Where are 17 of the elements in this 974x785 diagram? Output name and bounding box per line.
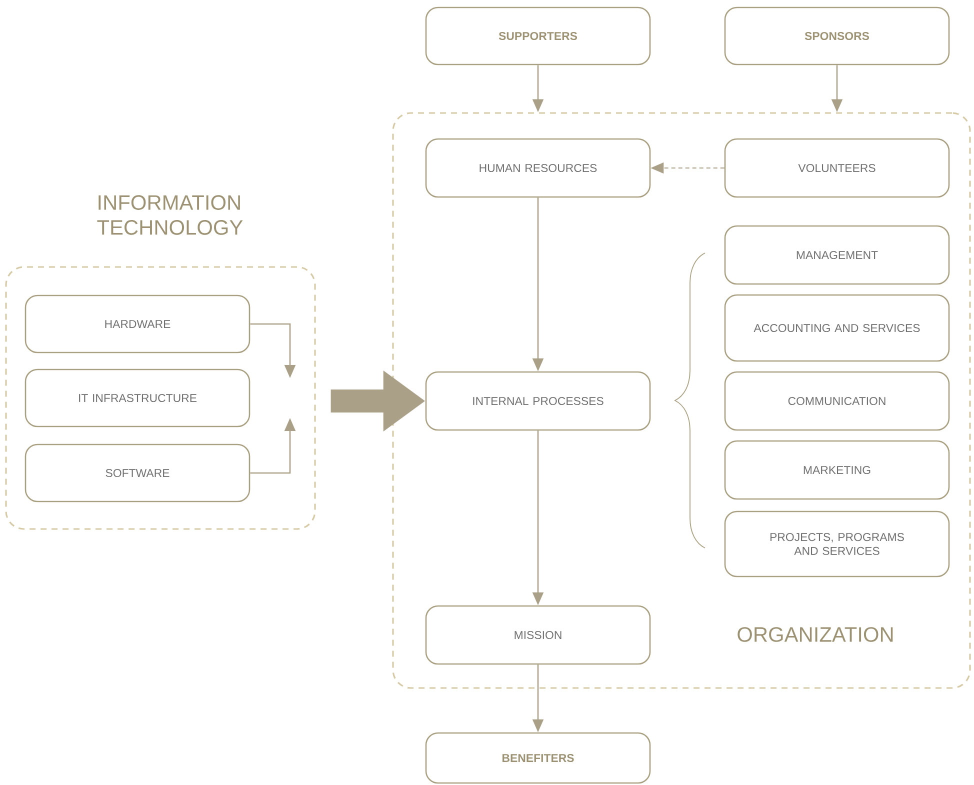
- process-box: MANAGEMENT: [724, 225, 950, 285]
- process-box: HUMAN RESOURCES: [425, 138, 651, 198]
- process-box: VOLUNTEERS: [724, 138, 950, 198]
- process-box: SUPPORTERS: [425, 6, 651, 66]
- process-box: INTERNAL PROCESSES: [425, 371, 651, 431]
- process-box: BENEFITERS: [425, 732, 651, 784]
- process-box: SPONSORS: [724, 6, 950, 66]
- group-heading: ORGANIZATION: [738, 627, 893, 642]
- process-box: MARKETING: [724, 440, 950, 500]
- process-box: ACCOUNTING AND SERVICES: [724, 294, 950, 362]
- process-box: PROJECTS, PROGRAMS AND SERVICES: [724, 510, 950, 578]
- process-box: MISSION: [425, 605, 651, 665]
- process-box: IT INFRASTRUCTURE: [24, 368, 250, 428]
- process-box: HARDWARE: [24, 294, 250, 354]
- process-box: SOFTWARE: [24, 444, 250, 502]
- group-heading: INFORMATION TECHNOLOGY: [97, 195, 243, 235]
- process-box: COMMUNICATION: [724, 371, 950, 431]
